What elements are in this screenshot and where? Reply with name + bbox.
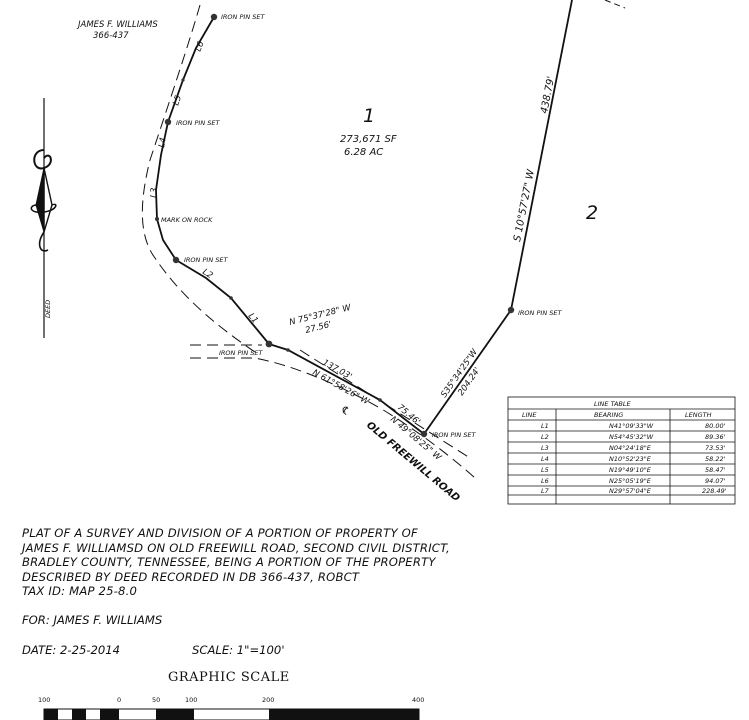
table-row-l1-length: 80.00'	[705, 422, 726, 430]
table-row-l6-line: L6	[541, 477, 549, 485]
table-row-l1-bearing: N41°09'33"W	[609, 422, 654, 430]
table-row-l7-line: L7	[541, 487, 550, 495]
road-centerline-symbol: ℄	[338, 404, 352, 418]
line-label-l4: L4	[157, 137, 169, 149]
north-arrow-icon	[30, 98, 57, 338]
line-table	[507, 396, 736, 505]
line-table-header-line: LINE	[522, 411, 537, 419]
iron-pin-label-6: IRON PIN SET	[518, 309, 562, 317]
lot1-number: 1	[363, 105, 375, 127]
scale-tick-1: 0	[117, 696, 121, 704]
plat-description-line-2: JAMES F. WILLIAMSD ON OLD FREEWILL ROAD,…	[22, 540, 450, 555]
table-row-l2-bearing: N54°45'32"W	[609, 433, 654, 441]
line-label-l6: L6	[194, 39, 207, 53]
table-row-l3-length: 73.53'	[705, 444, 726, 452]
iron-pin-label-1: IRON PIN SET	[221, 13, 265, 21]
line-table-title: LINE TABLE	[594, 400, 631, 408]
lot-boundary-lines	[155, 0, 573, 435]
scale-tick-5: 400	[412, 696, 424, 704]
iron-pin-label-4: IRON PIN SET	[219, 349, 263, 357]
table-row-l4-line: L4	[541, 455, 549, 463]
road-edge-lines	[141, 4, 476, 479]
plat-date: DATE: 2-25-2014	[22, 643, 121, 657]
lot1-area-sf: 273,671 SF	[340, 134, 397, 145]
scale-tick-0: 100	[38, 696, 50, 704]
plat-scale: SCALE: 1"=100'	[192, 643, 285, 657]
table-row-l2-line: L2	[541, 433, 549, 441]
iron-pin-label-2: IRON PIN SET	[176, 119, 220, 127]
owner-deed-label: 366-437	[93, 31, 129, 41]
east-line-length: 438.79'	[539, 75, 557, 114]
iron-pin-label-3: IRON PIN SET	[184, 256, 228, 264]
line-table-header-bearing: BEARING	[594, 411, 623, 419]
table-row-l1-line: L1	[541, 422, 549, 430]
owner-name-label: JAMES F. WILLIAMS	[76, 20, 158, 30]
table-row-l6-bearing: N25°05'19"E	[609, 477, 652, 485]
prepared-for: FOR: JAMES F. WILLIAMS	[22, 613, 163, 627]
lot1-area-ac: 6.28 AC	[344, 147, 383, 158]
mark-on-rock-label: MARK ON ROCK	[161, 216, 213, 224]
table-row-l3-bearing: N04°24'18"E	[609, 444, 652, 452]
table-row-l4-length: 58.22'	[705, 455, 726, 463]
iron-pin-label-5: IRON PIN SET	[432, 431, 476, 439]
table-row-l7-bearing: N29°57'04"E	[609, 487, 652, 495]
table-row-l3-line: L3	[541, 444, 549, 452]
line-label-l5: L5	[171, 94, 184, 107]
north-arrow-label: DEED	[44, 300, 52, 318]
monument-markers	[155, 13, 515, 438]
table-row-l5-length: 58.47'	[705, 466, 726, 474]
line-label-l1: L1	[246, 312, 260, 326]
lot2-number: 2	[586, 202, 598, 224]
graphic-scale-bar	[43, 708, 420, 720]
scale-tick-2: 50	[152, 696, 160, 704]
line-table-rows: L1 N41°09'33"W 80.00' L2 N54°45'32"W 89.…	[541, 422, 727, 495]
graphic-scale-title: GRAPHIC SCALE	[168, 670, 290, 685]
line-label-l3: L3	[149, 187, 160, 198]
east-line-bearing: S 10°57'27" W	[512, 168, 537, 243]
plat-description-line-3: BRADLEY COUNTY, TENNESSEE, BEING A PORTI…	[22, 555, 436, 570]
plat-description-line-5: TAX ID: MAP 25-8.0	[22, 584, 138, 599]
plat-description-line-1: PLAT OF A SURVEY AND DIVISION OF A PORTI…	[22, 526, 418, 540]
table-row-l5-bearing: N19°49'10"E	[609, 466, 652, 474]
line-label-l2: L2	[200, 267, 214, 281]
scale-tick-3: 100	[185, 696, 197, 704]
plat-description: PLAT OF A SURVEY AND DIVISION OF A PORTI…	[22, 526, 492, 599]
plat-description-line-4: DESCRIBED BY DEED RECORDED IN DB 366-437…	[22, 569, 360, 584]
scale-tick-4: 200	[262, 696, 274, 704]
table-row-l6-length: 94.07'	[705, 477, 726, 485]
line-table-header-length: LENGTH	[685, 411, 712, 419]
table-row-l5-line: L5	[541, 466, 549, 474]
lot2-boundary-line	[604, 0, 626, 9]
table-row-l2-length: 89.36'	[705, 433, 726, 441]
table-row-l7-length: 228.49'	[702, 487, 727, 495]
table-row-l4-bearing: N10°52'23"E	[609, 455, 652, 463]
